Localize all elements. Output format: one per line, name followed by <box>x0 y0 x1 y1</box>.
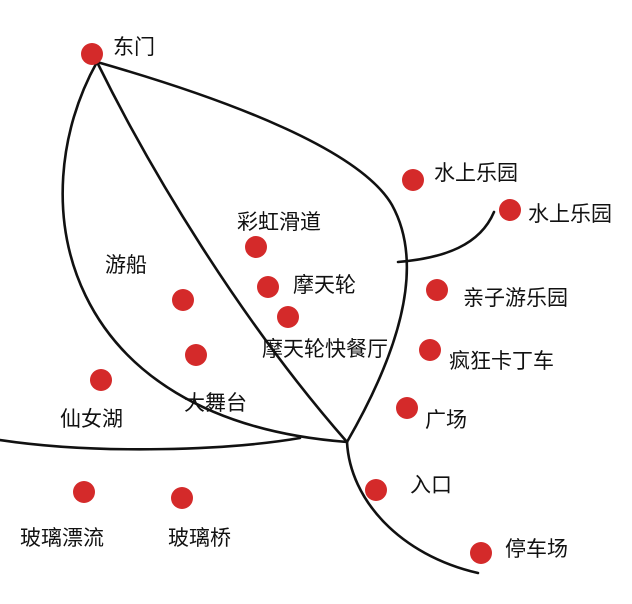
marker-dot <box>171 487 193 509</box>
poi-go-kart[interactable]: 疯狂卡丁车 <box>419 339 554 373</box>
road-left-loop <box>61 60 349 444</box>
road-network <box>0 60 496 575</box>
poi-ferris-snack[interactable]: 摩天轮快餐厅 <box>262 306 388 361</box>
road-east-gate-to-junction <box>95 60 349 444</box>
road-water-park-spur <box>396 210 496 264</box>
poi-water-park-a[interactable]: 水上乐园 <box>402 161 518 191</box>
place-label: 水上乐园 <box>434 161 518 185</box>
marker-dot <box>419 339 441 361</box>
marker-dot <box>470 542 492 564</box>
place-label: 广场 <box>425 408 467 432</box>
place-label: 玻璃漂流 <box>20 526 104 550</box>
marker-dot <box>426 279 448 301</box>
road-right-loop <box>95 60 409 444</box>
poi-glass-bridge[interactable]: 玻璃桥 <box>168 487 231 550</box>
poi-glass-rafting[interactable]: 玻璃漂流 <box>20 481 104 550</box>
place-label: 疯狂卡丁车 <box>449 349 554 373</box>
place-label: 水上乐园 <box>528 202 612 226</box>
marker-dot <box>73 481 95 503</box>
place-label: 仙女湖 <box>60 407 123 431</box>
poi-big-stage[interactable]: 大舞台 <box>184 344 247 415</box>
place-label: 东门 <box>113 35 155 59</box>
place-label: 彩虹滑道 <box>237 210 321 234</box>
place-label: 大舞台 <box>184 391 247 415</box>
road-west-spur <box>0 436 302 451</box>
place-label: 停车场 <box>505 537 568 561</box>
place-label: 入口 <box>410 473 452 497</box>
place-label: 亲子游乐园 <box>463 286 568 310</box>
place-label: 玻璃桥 <box>168 526 231 550</box>
marker-dot <box>245 236 267 258</box>
road-to-parking <box>345 440 480 575</box>
poi-ferris-wheel[interactable]: 摩天轮 <box>257 273 356 298</box>
marker-dot <box>185 344 207 366</box>
marker-dot <box>402 169 424 191</box>
marker-dot <box>396 397 418 419</box>
marker-dot <box>277 306 299 328</box>
poi-fairy-lake[interactable]: 仙女湖 <box>60 369 123 431</box>
poi-rainbow-slide[interactable]: 彩虹滑道 <box>237 210 321 258</box>
poi-parking[interactable]: 停车场 <box>470 537 568 564</box>
poi-boat[interactable]: 游船 <box>105 253 194 311</box>
place-label: 摩天轮 <box>293 273 356 297</box>
poi-plaza[interactable]: 广场 <box>396 397 467 432</box>
marker-dot <box>499 199 521 221</box>
marker-dot <box>81 43 103 65</box>
marker-dot <box>90 369 112 391</box>
poi-entrance[interactable]: 入口 <box>365 473 452 501</box>
place-label: 游船 <box>105 253 147 277</box>
poi-water-park-b[interactable]: 水上乐园 <box>499 199 612 226</box>
poi-family-park[interactable]: 亲子游乐园 <box>426 279 568 310</box>
marker-dot <box>365 479 387 501</box>
marker-dot <box>257 276 279 298</box>
poi-east-gate[interactable]: 东门 <box>81 35 155 65</box>
place-label: 摩天轮快餐厅 <box>262 337 388 361</box>
marker-dot <box>172 289 194 311</box>
